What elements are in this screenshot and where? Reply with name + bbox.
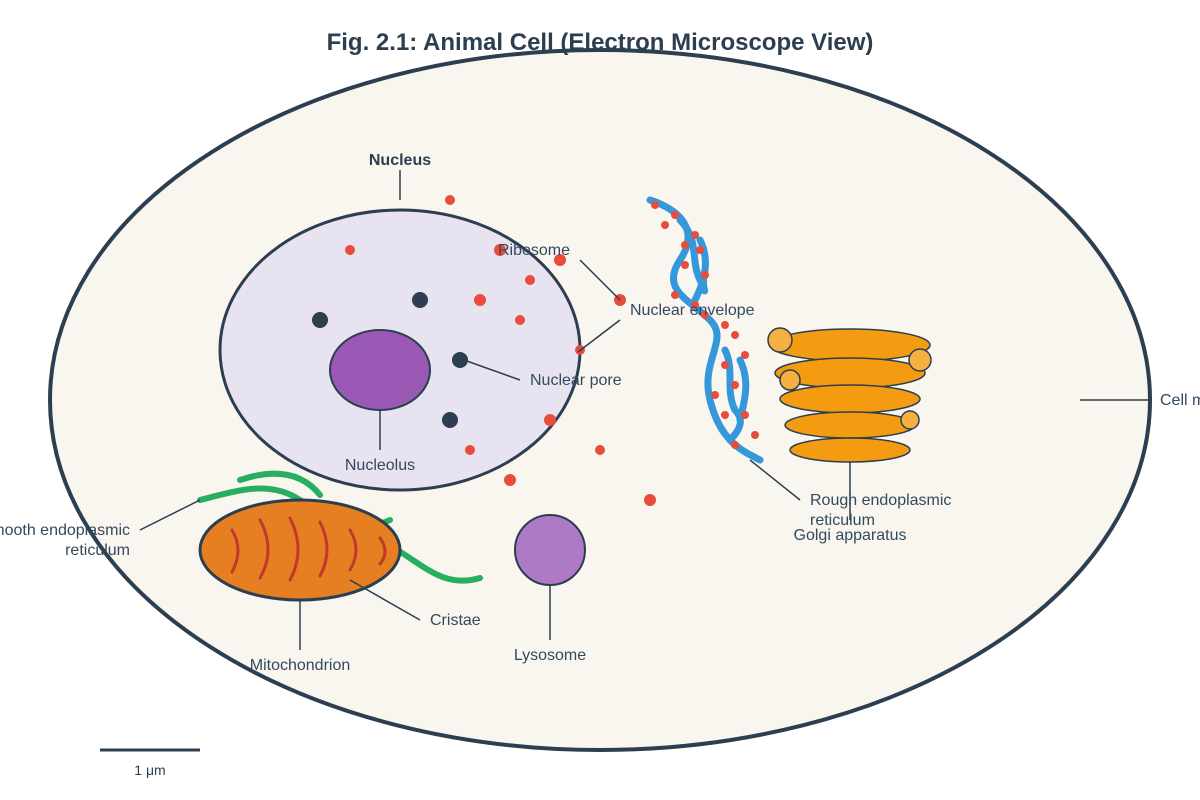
ribosome bbox=[711, 391, 719, 399]
rough-er-cisterna bbox=[691, 236, 709, 304]
ribosome bbox=[671, 211, 679, 219]
ribosome bbox=[721, 361, 729, 369]
ribosome bbox=[731, 441, 739, 449]
golgi-vesicle bbox=[908, 348, 932, 372]
label-rough-er-line1: Rough endoplasmic bbox=[810, 492, 951, 509]
golgi-vesicle bbox=[767, 327, 793, 353]
golgi-cisterna bbox=[779, 384, 921, 414]
label-nuclear-envelope: Nuclear envelope bbox=[630, 302, 755, 319]
ribosome bbox=[515, 315, 525, 325]
golgi-cisterna bbox=[784, 411, 916, 439]
ribosome bbox=[465, 445, 475, 455]
ribosome bbox=[681, 261, 689, 269]
label-nucleolus: Nucleolus bbox=[345, 457, 415, 474]
leader-line-nuclear-pore bbox=[463, 359, 521, 381]
nuclear-pore bbox=[442, 412, 458, 428]
ribosome bbox=[741, 351, 749, 359]
crista bbox=[230, 528, 240, 574]
ribosome bbox=[721, 411, 729, 419]
leader-line-rough-er bbox=[749, 459, 801, 501]
ribosome bbox=[751, 431, 759, 439]
ribosome bbox=[696, 246, 704, 254]
ribosome bbox=[644, 494, 656, 506]
leader-line-smooth-er bbox=[139, 499, 201, 531]
nucleolus bbox=[329, 329, 431, 411]
label-nuclear-pore: Nuclear pore bbox=[530, 372, 622, 389]
nuclear-pore bbox=[312, 312, 328, 328]
golgi-apparatus bbox=[767, 327, 932, 463]
ribosome bbox=[731, 331, 739, 339]
scale-bar-label: 1 μm bbox=[134, 762, 165, 778]
label-smooth-er-line1: Smooth endoplasmic bbox=[0, 522, 130, 539]
mitochondrion bbox=[198, 498, 402, 602]
ribosome bbox=[525, 275, 535, 285]
ribosome bbox=[691, 301, 699, 309]
smooth-er-tubule bbox=[237, 470, 323, 498]
golgi-vesicle bbox=[779, 369, 801, 391]
ribosome bbox=[595, 445, 605, 455]
label-ribosome: Ribosome bbox=[498, 242, 570, 259]
crista bbox=[318, 520, 329, 578]
ribosome bbox=[544, 414, 556, 426]
scale-bar: 1 μm bbox=[100, 748, 200, 778]
golgi-vesicle bbox=[900, 410, 920, 430]
crista bbox=[258, 518, 270, 580]
ribosome bbox=[661, 221, 669, 229]
ribosome bbox=[721, 321, 729, 329]
ribosome bbox=[345, 245, 355, 255]
ribosome bbox=[445, 195, 455, 205]
leader-line-cristae bbox=[349, 579, 421, 621]
label-golgi-apparatus: Golgi apparatus bbox=[794, 527, 907, 544]
label-smooth-er-line2: reticulum bbox=[65, 542, 130, 559]
label-cristae: Cristae bbox=[430, 612, 481, 629]
ribosomes bbox=[345, 195, 759, 506]
ribosome bbox=[741, 411, 749, 419]
ribosome bbox=[474, 294, 486, 306]
label-lysosome: Lysosome bbox=[514, 647, 586, 664]
ribosome bbox=[554, 254, 566, 266]
crista bbox=[348, 528, 358, 572]
cristae bbox=[230, 516, 387, 582]
ribosome bbox=[671, 291, 679, 299]
leader-line-nuclear-envelope bbox=[577, 319, 621, 353]
ribosome bbox=[701, 311, 709, 319]
nuclear-pore bbox=[452, 352, 468, 368]
golgi-cisterna bbox=[789, 437, 911, 463]
nuclear-pore bbox=[412, 292, 428, 308]
label-mitochondrion: Mitochondrion bbox=[250, 657, 351, 674]
ribosome bbox=[681, 241, 689, 249]
golgi-cisterna bbox=[769, 328, 931, 362]
nuclear-pores bbox=[312, 292, 468, 428]
label-rough-er-line2: reticulum bbox=[810, 512, 875, 529]
crista bbox=[288, 516, 300, 582]
label-nucleus: Nucleus bbox=[369, 152, 431, 169]
cell-membrane bbox=[48, 48, 1152, 752]
figure-title: Fig. 2.1: Animal Cell (Electron Microsco… bbox=[327, 29, 874, 56]
ribosome bbox=[731, 381, 739, 389]
ribosome bbox=[651, 201, 659, 209]
ribosome bbox=[494, 244, 506, 256]
ribosome bbox=[701, 271, 709, 279]
ribosome bbox=[504, 474, 516, 486]
lysosome bbox=[514, 514, 586, 586]
leader-lines bbox=[139, 170, 1150, 650]
leader-line-ribosome bbox=[579, 259, 621, 301]
rough-er-cisterna bbox=[721, 346, 744, 444]
crista bbox=[378, 536, 387, 566]
label-cell-membrane: Cell membrane bbox=[1160, 392, 1200, 409]
ribosome bbox=[691, 231, 699, 239]
